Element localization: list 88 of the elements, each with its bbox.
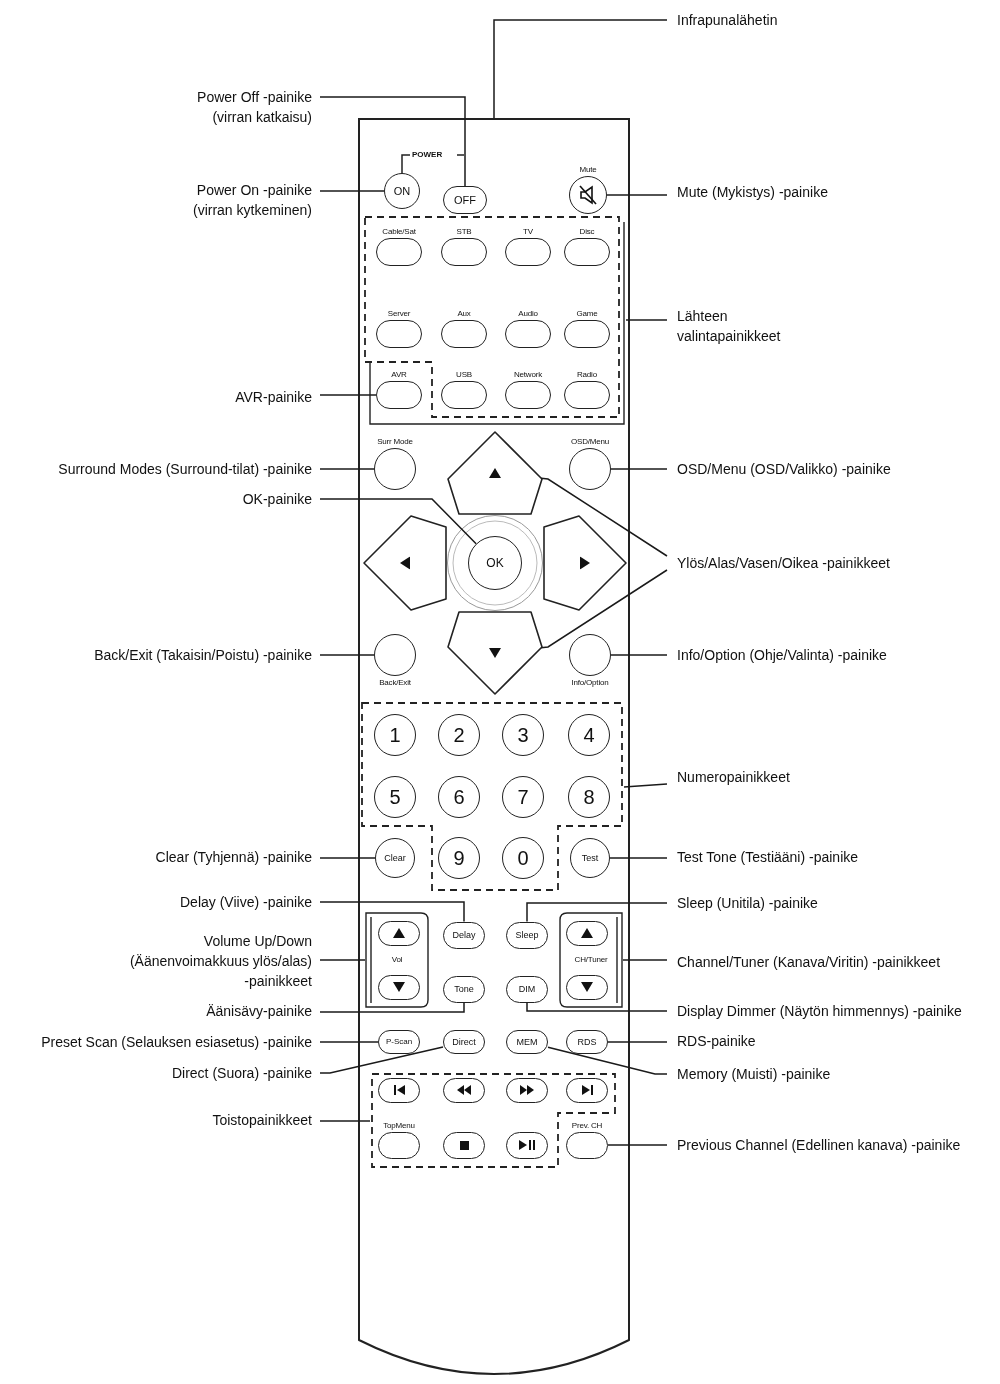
- leader-line: [540, 569, 668, 649]
- leader-line: [319, 959, 366, 961]
- callout-text: Direct (Suora) -painike: [0, 1063, 320, 1083]
- callout-text: Sleep (Unitila) -painike: [667, 893, 1000, 913]
- callout-text: Power On -painike (virran kytkeminen): [162, 180, 320, 220]
- leader-line: [607, 1144, 668, 1146]
- callout-text: Clear (Tyhjennä) -painike: [0, 847, 320, 867]
- callout-text: Display Dimmer (Näytön himmennys) -painike: [667, 1001, 1000, 1021]
- callout-text: Previous Channel (Edellinen kanava) -painike: [667, 1135, 1000, 1155]
- remote-button: Direct: [443, 1030, 485, 1054]
- callout-text: Back/Exit (Takaisin/Poistu) -painike: [0, 645, 320, 665]
- callout-text: Mute (Mykistys) -painike: [667, 182, 1000, 202]
- leader-line: [319, 96, 466, 187]
- leader-line: [623, 783, 668, 788]
- leader-line: [319, 468, 375, 470]
- leader-line: [319, 1001, 465, 1013]
- button-label: Network: [514, 369, 542, 381]
- arrow-button: [448, 612, 542, 694]
- leader-line: [610, 468, 668, 470]
- dashed-button-group: [362, 214, 626, 426]
- leader-line: [319, 1046, 444, 1074]
- remote-button: P-Scan: [378, 1030, 420, 1054]
- button-frame: [365, 912, 429, 1008]
- button-label: Radio: [577, 369, 597, 381]
- leader-line: [606, 194, 668, 196]
- button-label: STB: [456, 226, 472, 238]
- leader-line: [319, 654, 375, 656]
- button-label: Vol: [390, 954, 404, 966]
- callout-text: Test Tone (Testiääni) -painike: [667, 847, 1000, 867]
- button-label: USB: [456, 369, 472, 381]
- leader-line: [493, 19, 668, 119]
- leader-line: [610, 654, 668, 656]
- button-label: Cable/Sat: [382, 226, 416, 238]
- button-label: Back/Exit: [379, 677, 411, 689]
- callout-text: AVR-painike: [0, 387, 320, 407]
- arrow-button: [544, 516, 626, 610]
- leader-line: [319, 857, 376, 859]
- button-label: Server: [387, 308, 411, 320]
- button-label: CH/Tuner: [573, 954, 609, 966]
- leader-line: [319, 1120, 371, 1122]
- button-label: Audio: [518, 308, 538, 320]
- callout-text: Ylös/Alas/Vasen/Oikea -painikkeet: [667, 553, 1000, 573]
- callout-text: Channel/Tuner (Kanava/Viritin) -painikkeet: [667, 952, 1000, 972]
- callout-text: Lähteen valintapainikkeet: [667, 306, 807, 346]
- callout-text: Info/Option (Ohje/Valinta) -painike: [667, 645, 1000, 665]
- callout-text: Power Off -painike (virran katkaisu): [172, 87, 320, 127]
- button-label: Disc: [579, 226, 595, 238]
- leader-line: [319, 394, 377, 396]
- button-label: Game: [576, 308, 598, 320]
- callout-text: Äänisävy-painike: [0, 1001, 320, 1021]
- leader-line: [526, 1001, 668, 1012]
- callout-text: Numeropainikkeet: [667, 767, 1000, 787]
- remote-button: MEM: [506, 1030, 548, 1054]
- button-label: AVR: [391, 369, 407, 381]
- callout-text: Infrapunalähetin: [667, 10, 1000, 30]
- callout-text: Volume Up/Down (Äänenvoimakkuus ylös/alas) -painikkeet: [126, 931, 320, 991]
- callout-text: RDS-painike: [667, 1031, 1000, 1051]
- button-label: Info/Option: [571, 677, 609, 689]
- button-frame: [559, 912, 623, 1008]
- remote-button: RDS: [566, 1030, 608, 1054]
- button-label: Prev. CH: [571, 1119, 603, 1132]
- arrow-button: [448, 432, 542, 514]
- arrow-button: [364, 516, 446, 610]
- button-label: Surr Mode: [377, 436, 413, 448]
- leader-line: [622, 959, 668, 961]
- leader-line: [609, 857, 668, 859]
- power-label: POWER: [412, 150, 443, 160]
- leader-line: [319, 901, 465, 923]
- leader-line: [319, 498, 477, 545]
- leader-line: [547, 1046, 668, 1075]
- callout-text: OSD/Menu (OSD/Valikko) -painike: [667, 459, 1000, 479]
- callout-text: Delay (Viive) -painike: [0, 892, 320, 912]
- button-label: TV: [523, 226, 533, 238]
- leader-line: [526, 902, 668, 923]
- callout-text: Surround Modes (Surround-tilat) -painike: [0, 459, 320, 479]
- callout-text: Memory (Muisti) -painike: [667, 1064, 1000, 1084]
- leader-line: [625, 319, 668, 321]
- button-label: Aux: [457, 308, 471, 320]
- callout-text: Preset Scan (Selauksen esiasetus) -painike: [0, 1032, 320, 1052]
- button-label: Mute: [579, 164, 597, 176]
- button-label: TopMenu: [383, 1119, 415, 1132]
- callout-text: OK-painike: [0, 489, 320, 509]
- leader-line: [540, 477, 668, 557]
- callout-text: Toistopainikkeet: [0, 1110, 320, 1130]
- button-label: OSD/Menu: [571, 436, 609, 448]
- leader-line: [319, 190, 385, 192]
- leader-line: [607, 1041, 668, 1043]
- leader-line: [319, 1041, 379, 1043]
